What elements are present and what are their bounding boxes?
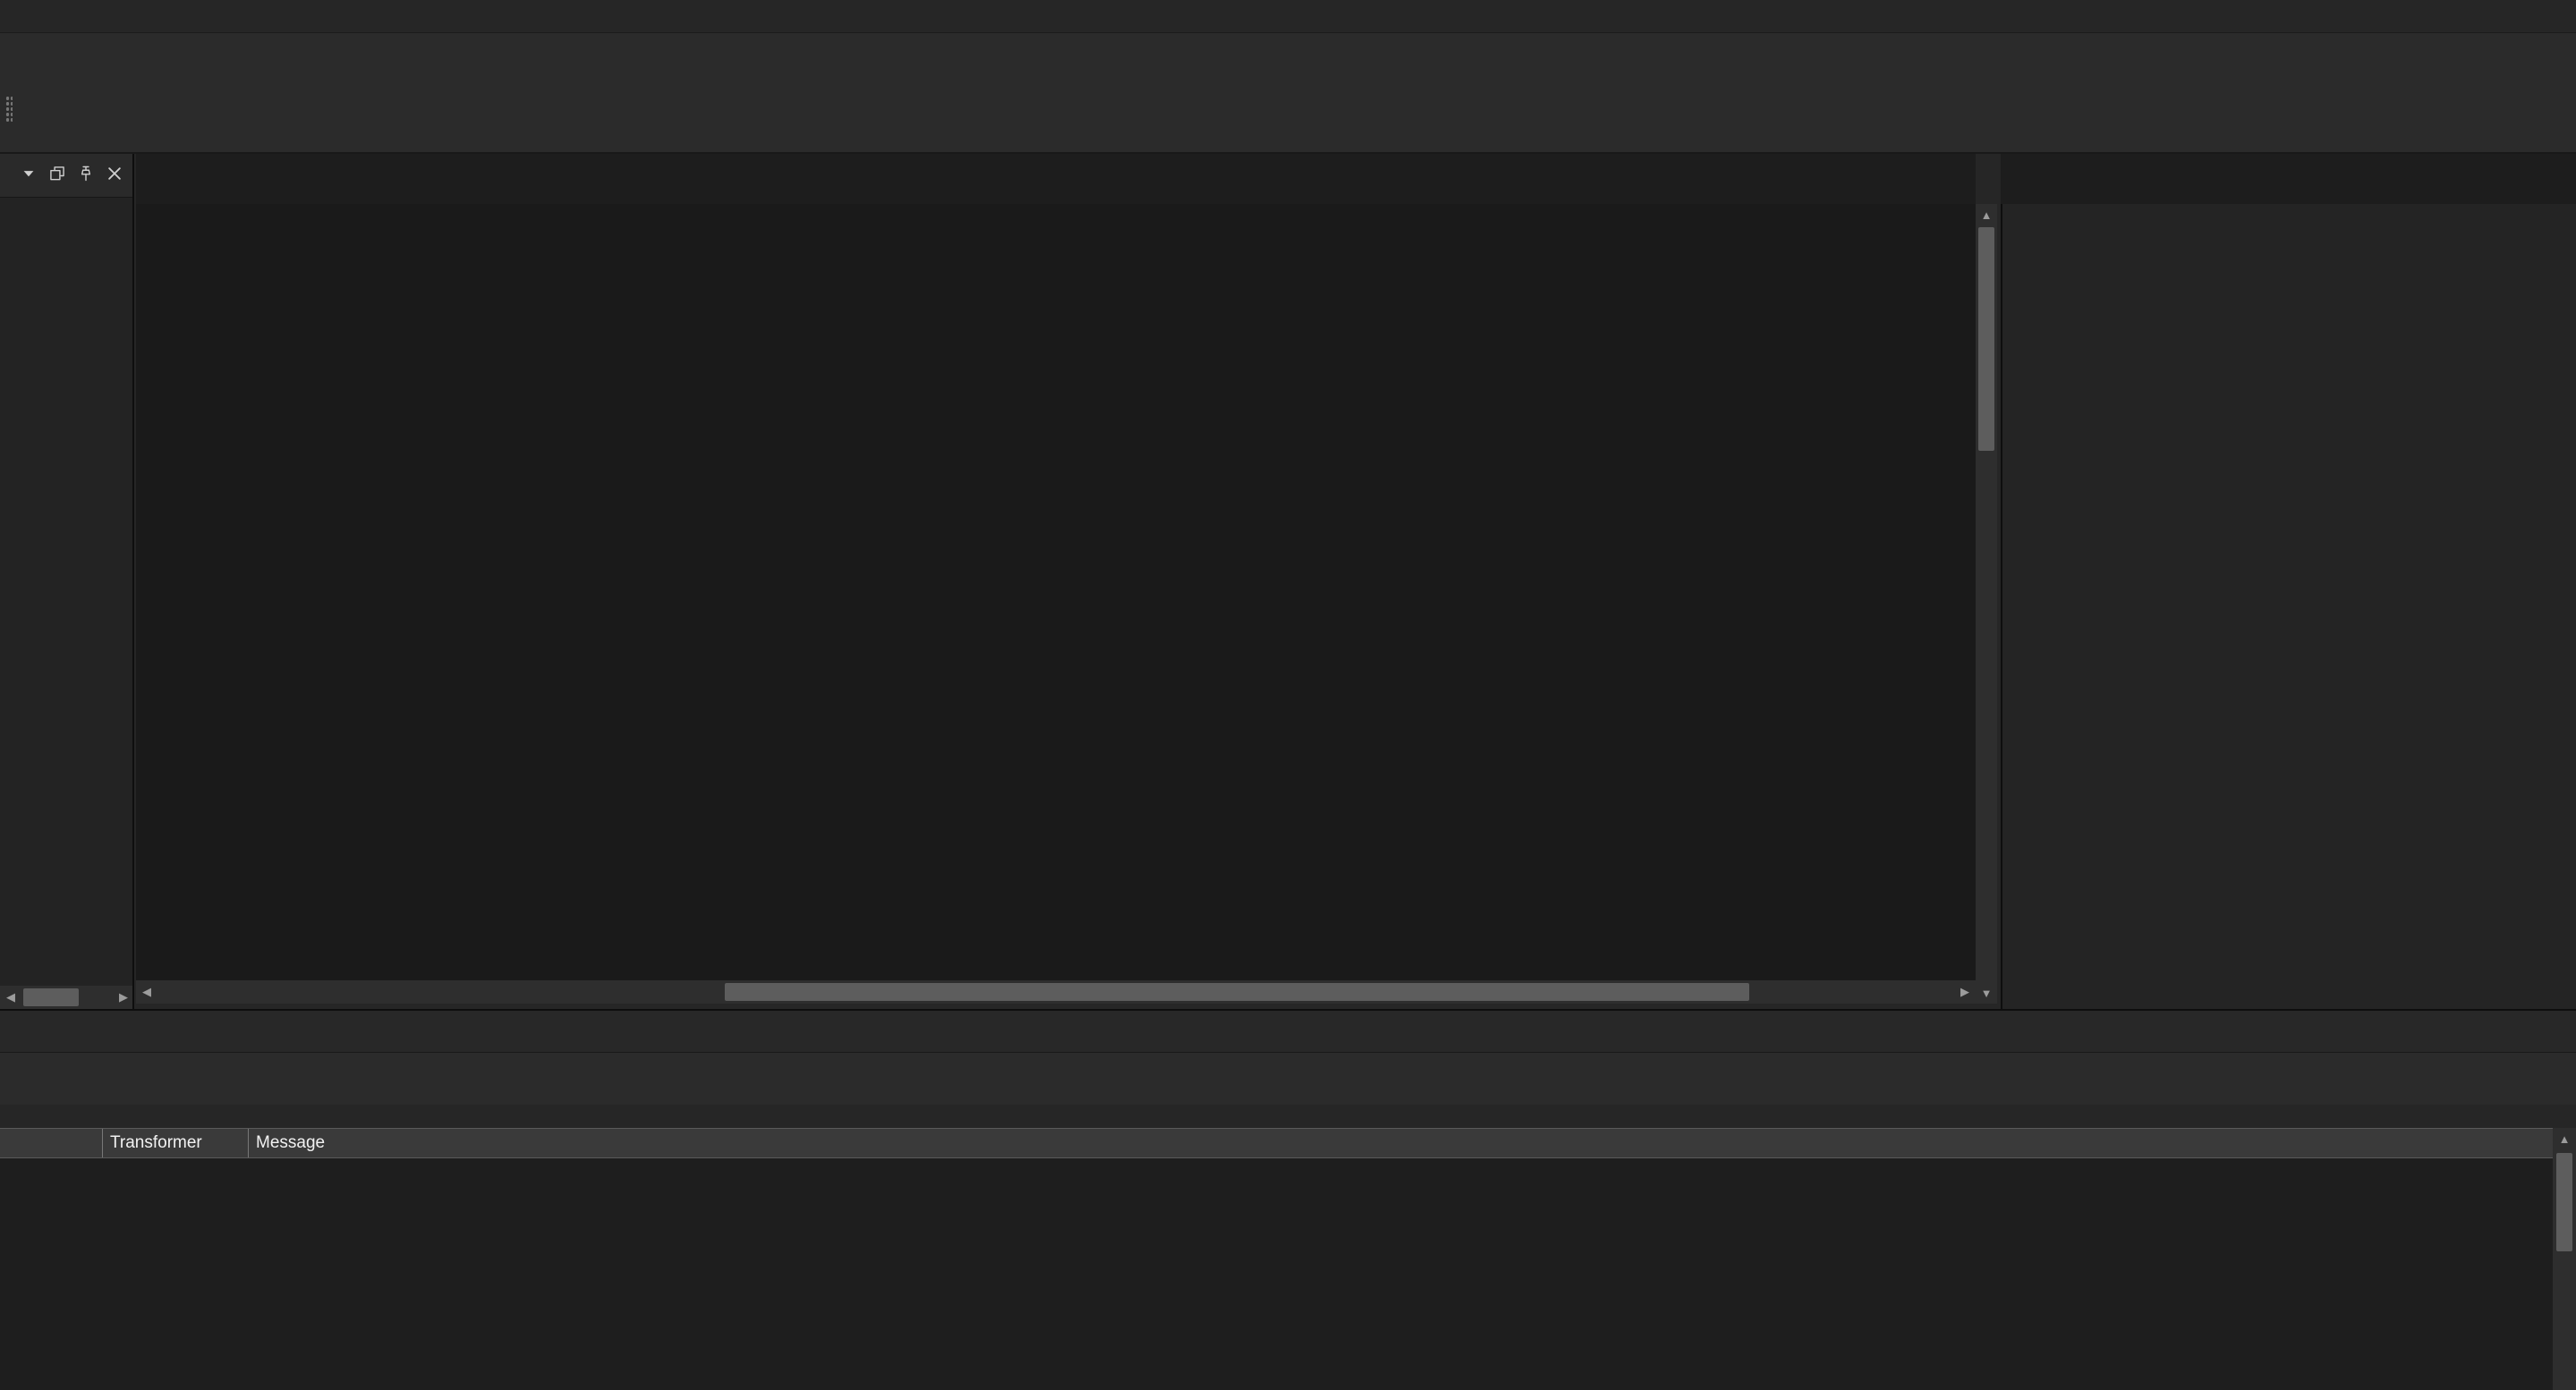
- log-header-message[interactable]: Message: [256, 1133, 326, 1152]
- right-panel-tab-bar: [2001, 154, 2576, 204]
- log-gap: [0, 1105, 2576, 1128]
- scroll-right-arrow[interactable]: ▶: [1960, 985, 1969, 998]
- translation-log: Transformer Message ▲: [0, 1128, 2576, 1390]
- canvas-vscrollbar[interactable]: ▲ ▼: [1976, 204, 1997, 1004]
- bottom-panel: Transformer Message ▲: [0, 1009, 2576, 1390]
- navigator-panel-header: [0, 154, 132, 198]
- navigator-hscrollbar[interactable]: ◀ ▶: [0, 986, 132, 1009]
- scroll-left-arrow[interactable]: ◀: [6, 990, 15, 1004]
- main-toolbar: [0, 33, 2576, 154]
- log-toolbar: [0, 1053, 2576, 1105]
- menu-bar: [0, 0, 2576, 33]
- panel-float-icon[interactable]: [48, 165, 66, 187]
- log-vscrollbar[interactable]: ▲: [2553, 1128, 2576, 1390]
- workflow-canvas[interactable]: [136, 204, 1976, 980]
- scroll-right-arrow[interactable]: ▶: [119, 990, 128, 1004]
- scroll-up-arrow[interactable]: ▲: [2558, 1131, 2571, 1146]
- panel-pin-icon[interactable]: [77, 165, 95, 187]
- scroll-thumb[interactable]: [23, 988, 79, 1006]
- canvas-hscrollbar[interactable]: ◀ ▶: [136, 980, 1976, 1004]
- log-header-blank: [0, 1129, 103, 1157]
- scroll-thumb[interactable]: [1978, 227, 1994, 451]
- panel-menu-caret-icon[interactable]: [20, 165, 38, 187]
- feature-information-panel: [2001, 204, 2576, 1009]
- toolbar-grip[interactable]: [5, 96, 13, 123]
- scroll-down-arrow[interactable]: ▼: [1980, 986, 1993, 1000]
- scroll-left-arrow[interactable]: ◀: [142, 985, 151, 998]
- panel-close-icon[interactable]: [106, 165, 123, 187]
- log-table-header: Transformer Message: [0, 1128, 2576, 1158]
- scroll-up-arrow[interactable]: ▲: [1980, 208, 1993, 222]
- canvas-tab-bar: [136, 154, 1976, 204]
- navigator-tree: [0, 198, 132, 205]
- log-header-transformer[interactable]: Transformer: [103, 1129, 249, 1157]
- bottom-tab-bar: [0, 1011, 2576, 1053]
- connection-wires: [136, 204, 1976, 980]
- scroll-thumb[interactable]: [725, 983, 1749, 1001]
- navigator-panel: ◀ ▶: [0, 154, 134, 1009]
- scroll-thumb[interactable]: [2556, 1153, 2572, 1251]
